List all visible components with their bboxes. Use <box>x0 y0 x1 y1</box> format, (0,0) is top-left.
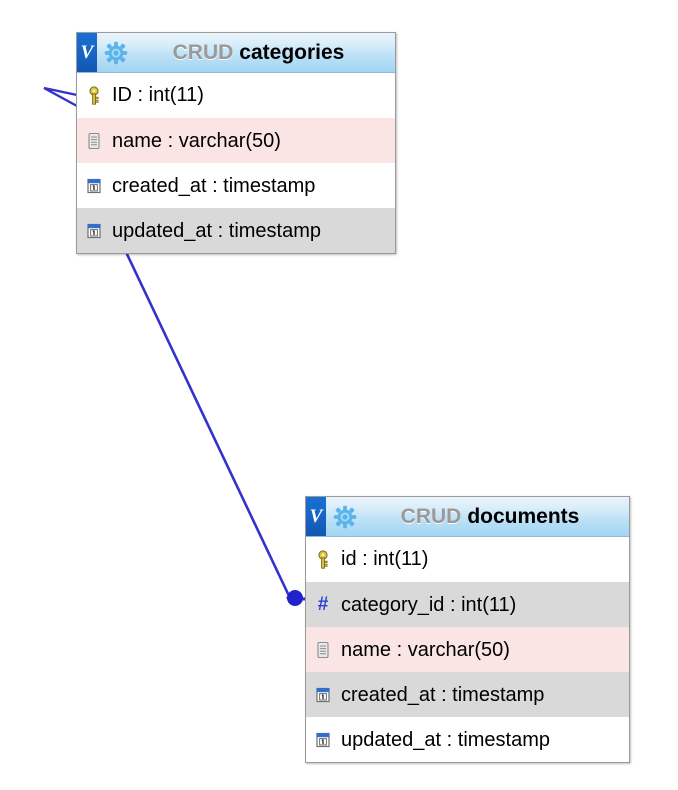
calendar-icon <box>87 178 101 194</box>
column-label-created-at: created_at : timestamp <box>112 174 316 197</box>
relationship-endpoint-dot <box>287 590 303 606</box>
column-row-updated-at[interactable]: updated_at : timestamp <box>306 717 629 762</box>
column-row-created-at[interactable]: created_at : timestamp <box>77 163 395 208</box>
column-label-updated-at: updated_at : timestamp <box>341 728 551 751</box>
relationship-hook-categories <box>43 86 78 108</box>
relationship-stub-documents <box>286 596 307 601</box>
gear-icon[interactable] <box>104 41 128 65</box>
column-label-id: id : int(11) <box>341 548 429 570</box>
calendar-icon <box>316 687 330 703</box>
entity-name-label: categories <box>239 41 345 64</box>
entity-prefix-label: CRUD <box>172 41 234 64</box>
column-label-category-id: category_id : int(11) <box>341 593 517 616</box>
column-row-id[interactable]: ID : int(11) <box>77 73 395 118</box>
column-row-category-id[interactable]: # category_id : int(11) <box>306 582 629 627</box>
calendar-icon <box>316 732 330 748</box>
view-badge-icon[interactable]: V <box>77 33 97 72</box>
column-label-updated-at: updated_at : timestamp <box>112 219 322 242</box>
column-row-created-at[interactable]: created_at : timestamp <box>306 672 629 717</box>
document-icon <box>317 641 329 659</box>
column-label-id: ID : int(11) <box>112 84 204 106</box>
key-icon <box>89 85 99 105</box>
column-row-updated-at[interactable]: updated_at : timestamp <box>77 208 395 253</box>
entity-name-label: documents <box>467 505 580 528</box>
column-row-name[interactable]: name : varchar(50) <box>306 627 629 672</box>
gear-icon[interactable] <box>333 505 357 529</box>
column-label-name: name : varchar(50) <box>112 129 281 152</box>
document-icon <box>88 132 100 150</box>
column-row-id[interactable]: id : int(11) <box>306 537 629 582</box>
column-label-name: name : varchar(50) <box>341 638 510 661</box>
view-badge-icon[interactable]: V <box>306 497 326 536</box>
calendar-icon <box>87 223 101 239</box>
key-icon <box>318 549 328 569</box>
hash-icon: # <box>317 594 329 615</box>
entity-prefix-label: CRUD <box>400 505 462 528</box>
column-row-name[interactable]: name : varchar(50) <box>77 118 395 163</box>
relationship-line-categories-documents <box>124 250 292 600</box>
column-label-created-at: created_at : timestamp <box>341 683 545 706</box>
